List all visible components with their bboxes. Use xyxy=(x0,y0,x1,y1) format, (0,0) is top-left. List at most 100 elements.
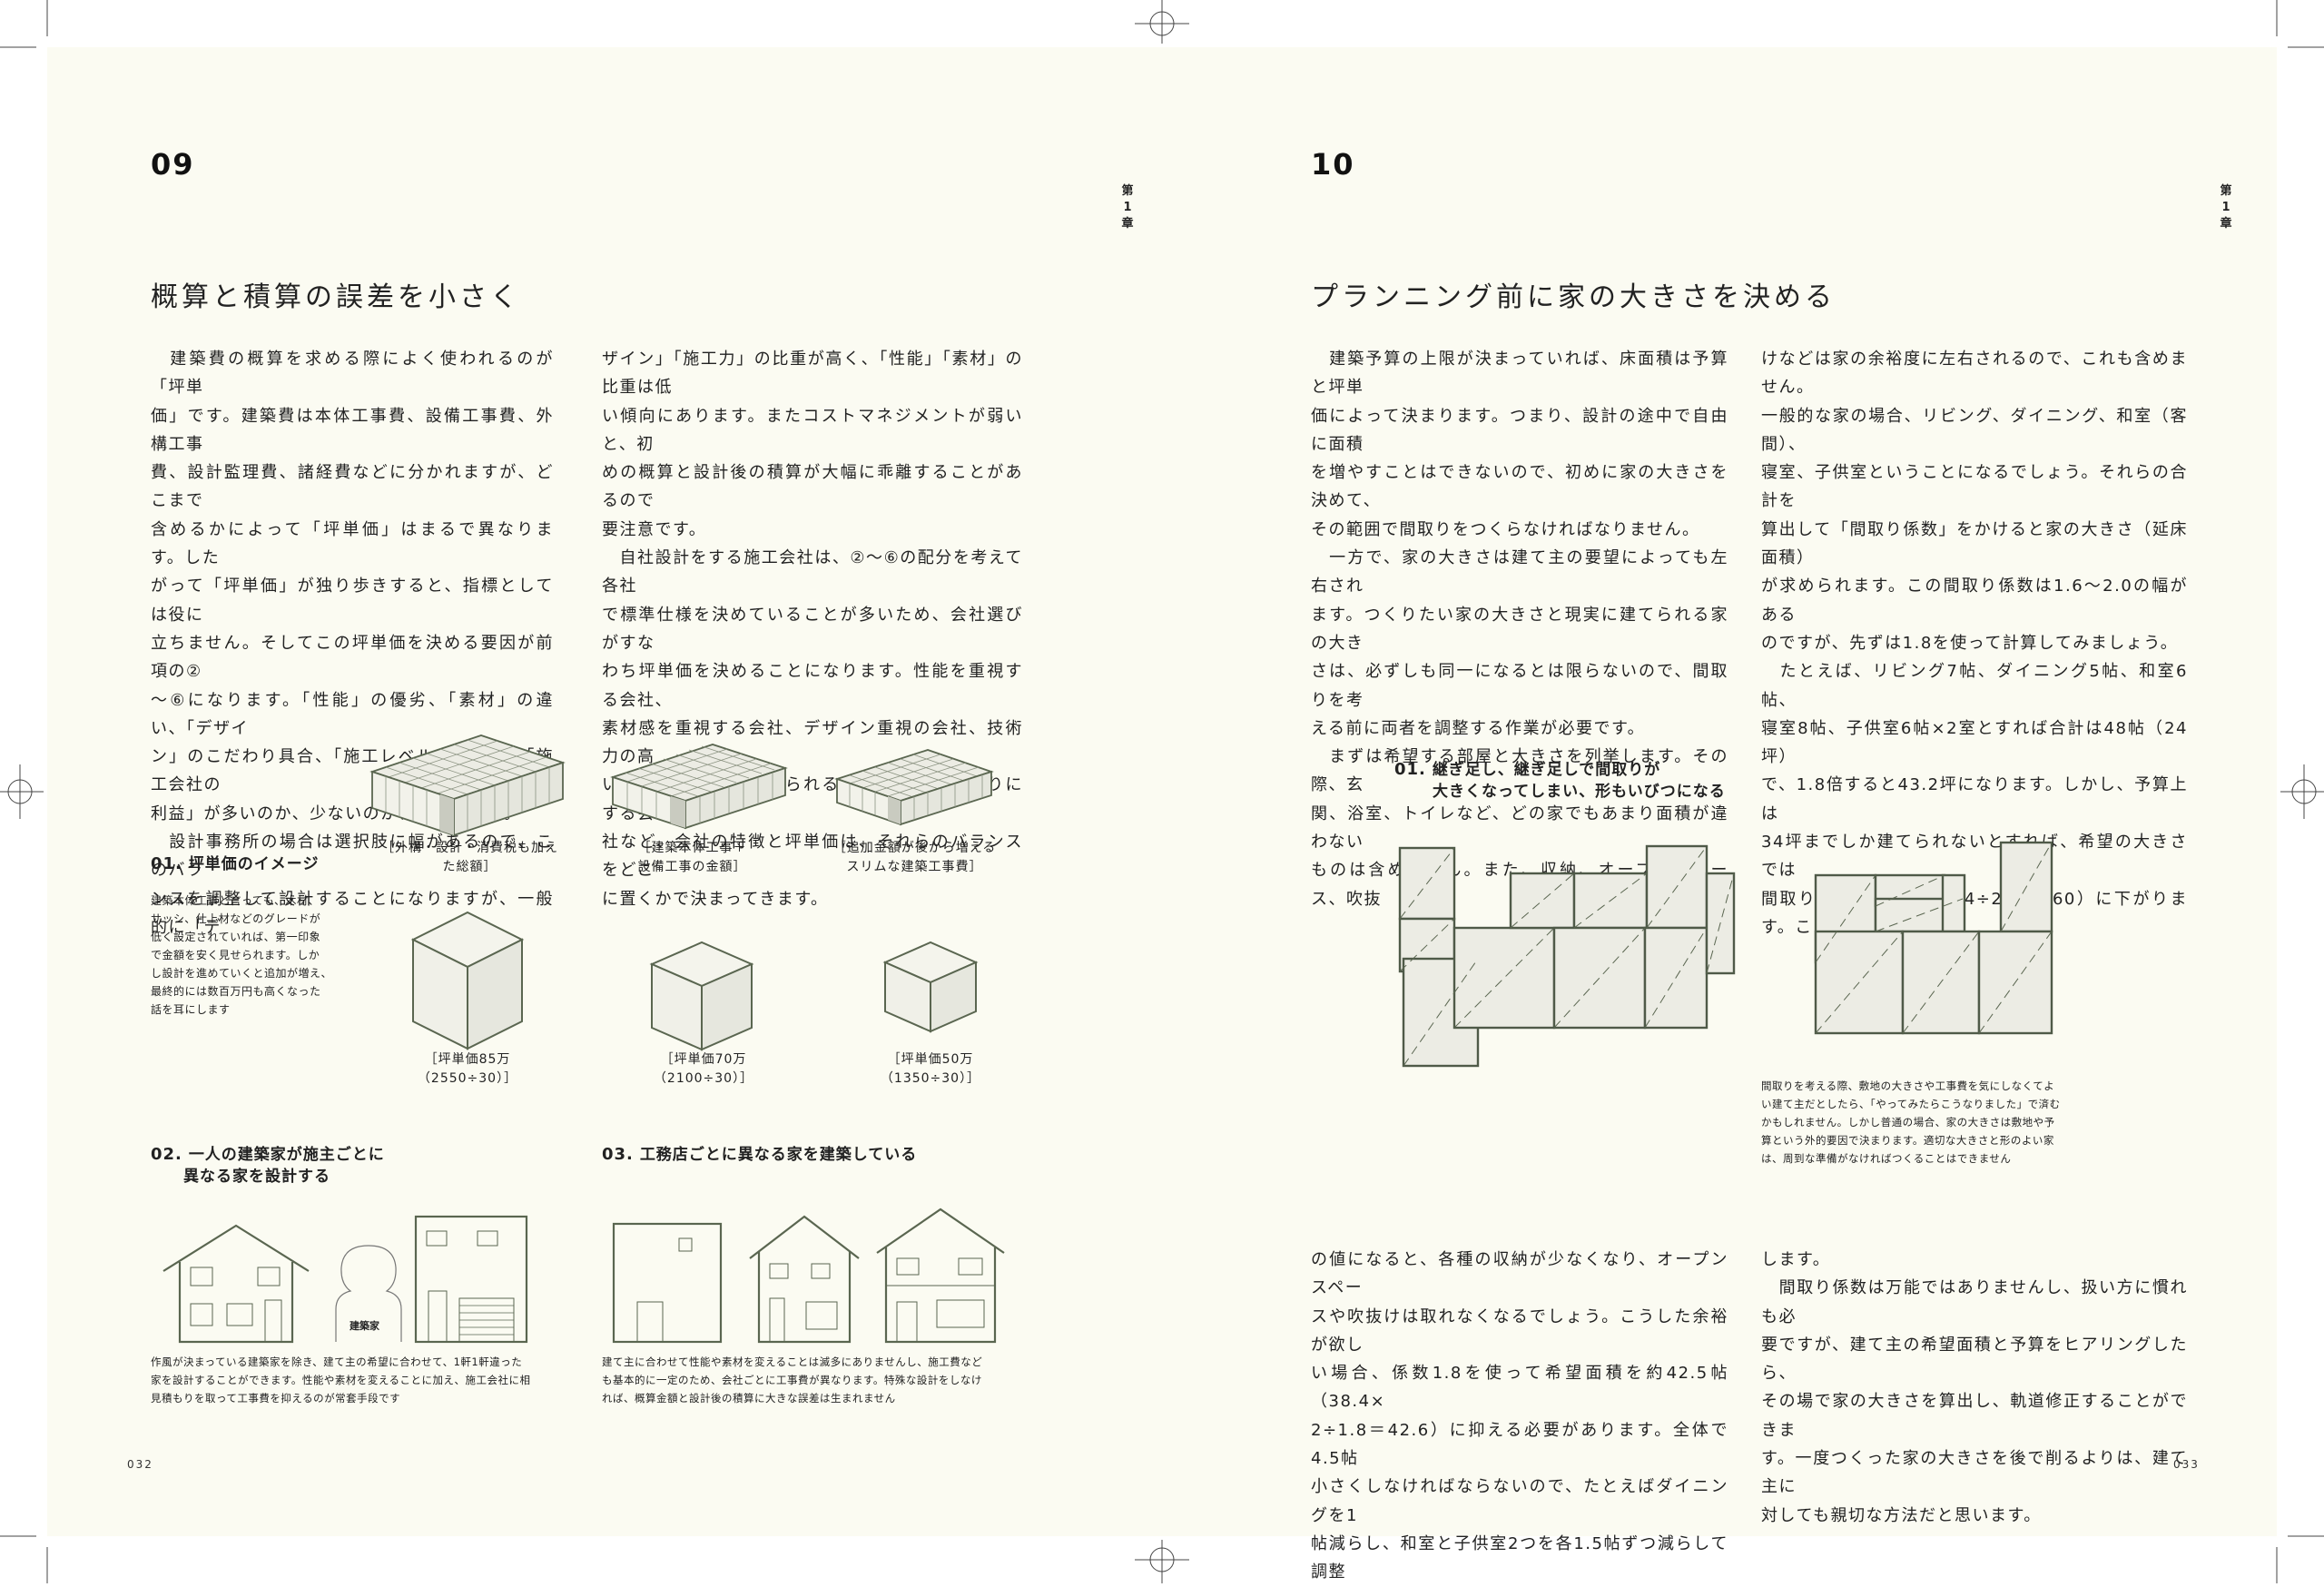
text-line: わち坪単価を決めることになります。性能を重視する会社、 xyxy=(602,662,1023,710)
text-line: スや吹抜けは取れなくなるでしょう。こうした余裕が欲し xyxy=(1311,1306,1728,1355)
text-line: を増やすことはできないので、初めに家の大きさを決めて、 xyxy=(1311,463,1728,511)
caption-line: 工務店ごとに異なる家を建築している xyxy=(639,1146,918,1164)
label-line: 設備工事の金額］ xyxy=(637,860,747,874)
text-line: 社など、会社の特徴と坪単価は、それらのバランスをどこ xyxy=(602,833,1023,881)
label-line: （2100÷30）］ xyxy=(653,1071,754,1086)
note-line: で金額を安く見せられます。しか xyxy=(151,949,320,961)
note-line: は、周到な準備がなければつくることはできません xyxy=(1761,1152,2012,1165)
architect-houses-illustration xyxy=(162,1215,528,1344)
text-line: 自社設計をする施工会社は、②〜⑥の配分を考えて各社 xyxy=(602,548,1023,596)
label-line: た総額］ xyxy=(442,860,497,874)
figure-caption: 01. 坪単価のイメージ xyxy=(151,853,319,875)
note-line: も基本的に一定のため、会社ごとに工事費が異なります。特殊な設計をしなけ xyxy=(602,1374,982,1386)
section-number: 10 xyxy=(1311,147,1355,182)
body-column-1: 建築予算の上限が決まっていれば、床面積は予算と坪単 価によって決まります。つまり… xyxy=(1311,345,1728,913)
label-line: ［追加金額が後から増える xyxy=(832,841,997,855)
text-line: 関、浴室、トイレなど、どの家でもあまり面積が違わない xyxy=(1311,803,1728,853)
text-line: で、1.8倍すると43.2坪になります。しかし、予算上は xyxy=(1761,775,2188,823)
section-number: 09 xyxy=(151,147,195,182)
text-line: 建築予算の上限が決まっていれば、床面積は予算と坪単 xyxy=(1311,350,1728,398)
text-line: 立ちません。そしてこの坪単価を決める要因が前項の② xyxy=(151,633,554,682)
note-line: 話を耳にします xyxy=(151,1003,231,1016)
figure-note-02: 作風が決まっている建築家を除き、建て主の希望に合わせて、1軒1軒違った 家を設計… xyxy=(151,1353,586,1407)
text-line: さは、必ずしも同一になるとは限らないので、間取りを考 xyxy=(1311,662,1728,710)
note-line: 建て主に合わせて性能や素材を変えることは滅多にありませんし、施工費など xyxy=(602,1355,983,1368)
text-line: 間取り係数は万能ではありませんし、扱い方に慣れも必 xyxy=(1761,1278,2188,1326)
text-line: が求められます。この間取り係数は1.6〜2.0の幅がある xyxy=(1761,577,2188,625)
text-line: で標準仕様を決めていることが多いため、会社選びがすな xyxy=(602,605,1023,653)
text-line: のですが、先ずは1.8を使って計算してみましょう。 xyxy=(1761,633,2179,653)
note-line: 間取りを考える際、敷地の大きさや工事費を気にしなくてよ xyxy=(1761,1079,2055,1092)
note-line: かもしれません。しかし普通の場合、家の大きさは敷地や予 xyxy=(1761,1116,2055,1129)
text-line: の値になると、各種の収納が少なくなり、オープンスペー xyxy=(1311,1250,1728,1298)
body-column-2: けなどは家の余裕度に左右されるので、これも含めません。 一般的な家の場合、リビン… xyxy=(1761,345,2188,941)
text-line: 寝室、子供室ということになるでしょう。それらの合計を xyxy=(1761,463,2188,511)
page-number: 032 xyxy=(127,1458,153,1471)
figure-note: 間取りを考える際、敷地の大きさや工事費を気にしなくてよ い建て主だとしたら、「や… xyxy=(1761,1077,2061,1168)
slab-label-construction: ［建築本体工事＋ 設備工事の金額］ xyxy=(604,839,781,877)
text-line: その場で家の大きさを算出し、軌道修正することができま xyxy=(1761,1392,2188,1440)
body-column-4: します。 間取り係数は万能ではありませんし、扱い方に慣れも必 要ですが、建て主の… xyxy=(1761,1246,2188,1530)
text-line: めの概算と設計後の積算が大幅に乖離することがあるので xyxy=(602,463,1023,511)
builder-houses-illustration xyxy=(612,1208,1005,1344)
figure-caption-03: 03. 工務店ごとに異なる家を建築している xyxy=(602,1144,917,1166)
text-line: す。一度つくった家の大きさを後で削るよりは、建て主に xyxy=(1761,1449,2188,1497)
text-line: がって「坪単価」が独り歩きすると、指標としては役に xyxy=(151,577,554,625)
text-line: まずは希望する部屋と大きさを列挙します。その際、玄 xyxy=(1311,747,1728,795)
text-line: します。 xyxy=(1761,1250,1831,1269)
figure-number: 01. xyxy=(151,854,182,873)
text-line: い場合、係数1.8を使って希望面積を約42.5帖（38.4× xyxy=(1311,1364,1728,1412)
text-line: ザイン」「施工力」の比重が高く、「性能」「素材」の比重は低 xyxy=(602,350,1023,398)
figure-number: 02. xyxy=(151,1145,182,1164)
text-line: 〜⑥になります。「性能」の優劣、「素材」の違い、「デザイ xyxy=(151,690,554,738)
body-column-3: の値になると、各種の収納が少なくなり、オープンスペー スや吹抜けは取れなくなるで… xyxy=(1311,1246,1728,1587)
note-line: 算という外的要因で決まります。適切な大きさと形のよい家 xyxy=(1761,1134,2054,1147)
cube-50 xyxy=(882,941,979,1033)
figure-caption: 01. 継ぎ足し、継ぎ足しで間取りが 大きくなってしまい、形もいびつになる xyxy=(1394,759,1726,803)
label-line: （1350÷30）］ xyxy=(880,1071,981,1086)
text-line: える前に両者を調整する作業が必要です。 xyxy=(1311,718,1646,738)
note-line: 家を設計することができます。性能や素材を変えることに加え、施工会社に相 xyxy=(151,1374,531,1386)
note-line: い建て主だとしたら、「やってみたらこうなりました」で済む xyxy=(1761,1098,2061,1110)
caption-line: 異なる家を設計する xyxy=(183,1168,330,1186)
text-line: 一方で、家の大きさは建て主の要望によっても左右され xyxy=(1311,548,1728,596)
note-line: 作風が決まっている建築家を除き、建て主の希望に合わせて、1軒1軒違った xyxy=(151,1355,523,1368)
page-number: 033 xyxy=(2173,1458,2200,1471)
caption-line: 一人の建築家が施主ごとに xyxy=(188,1146,385,1164)
text-line: 要ですが、建て主の希望面積と予算をヒアリングしたら、 xyxy=(1761,1335,2188,1384)
note-line: 最終的には数百万円も高くなった xyxy=(151,985,321,998)
chapter-mark: 第1章 xyxy=(2220,184,2232,231)
text-line: 設計事務所の場合は選択肢に幅があるので、このバラ xyxy=(151,833,554,881)
right-page xyxy=(1162,47,2277,1536)
cube-85 xyxy=(410,911,525,1050)
section-title: プランニング前に家の大きさを決める xyxy=(1311,281,1836,313)
cube-label-70: ［坪単価70万 （2100÷30）］ xyxy=(640,1050,767,1089)
slab-label-slim: ［追加金額が後から増える スリムな建築工事費］ xyxy=(817,839,1012,877)
text-line: 算出して「間取り係数」をかけると家の大きさ（延床面積） xyxy=(1761,519,2188,568)
label-line: （2550÷30）］ xyxy=(417,1071,518,1086)
note-line: 建築本体工事と言っても、木材、 xyxy=(151,894,320,907)
figure-caption-02: 02. 一人の建築家が施主ごとに 異なる家を設計する xyxy=(151,1144,385,1188)
text-line: 価」です。建築費は本体工事費、設備工事費、外構工事 xyxy=(151,406,554,454)
label-line: ［坪単価50万 xyxy=(887,1052,974,1067)
note-line: 見積もりを取って工事費を抑えるのが常套手段です xyxy=(151,1392,401,1405)
floor-plan-illustrations xyxy=(1398,841,2053,1068)
slab-total xyxy=(369,734,566,837)
label-line: スリムな建築工事費］ xyxy=(846,860,983,874)
label-line: ［外構・設計・消費税も加え xyxy=(381,841,558,855)
caption-line: 継ぎ足し、継ぎ足しで間取りが xyxy=(1432,761,1661,779)
cube-label-50: ［坪単価50万 （1350÷30）］ xyxy=(867,1050,994,1089)
text-line: 小さくしなければならないので、たとえばダイニングを1 xyxy=(1311,1477,1728,1525)
text-line: い傾向にあります。またコストマネジメントが弱いと、初 xyxy=(602,406,1023,454)
body-column-1: 建築費の概算を求める際によく使われるのが「坪単 価」です。建築費は本体工事費、設… xyxy=(151,345,554,941)
label-line: ［建築本体工事＋ xyxy=(637,841,747,855)
text-line: 一般的な家の場合、リビング、ダイニング、和室（客間）、 xyxy=(1761,406,2188,454)
text-line: ます。つくりたい家の大きさと現実に建てられる家の大き xyxy=(1311,605,1728,653)
note-line: 低く設定されていれば、第一印象 xyxy=(151,931,321,943)
slab-illustrations xyxy=(369,734,994,1051)
text-line: たとえば、リビング7帖、ダイニング5帖、和室6帖、 xyxy=(1761,662,2188,710)
figure-number: 03. xyxy=(602,1145,634,1164)
figure-note: 建築本体工事と言っても、木材、 サッシ、仕上材などのグレードが 低く設定されてい… xyxy=(151,892,359,1019)
label-line: ［坪単価85万 xyxy=(424,1052,511,1067)
